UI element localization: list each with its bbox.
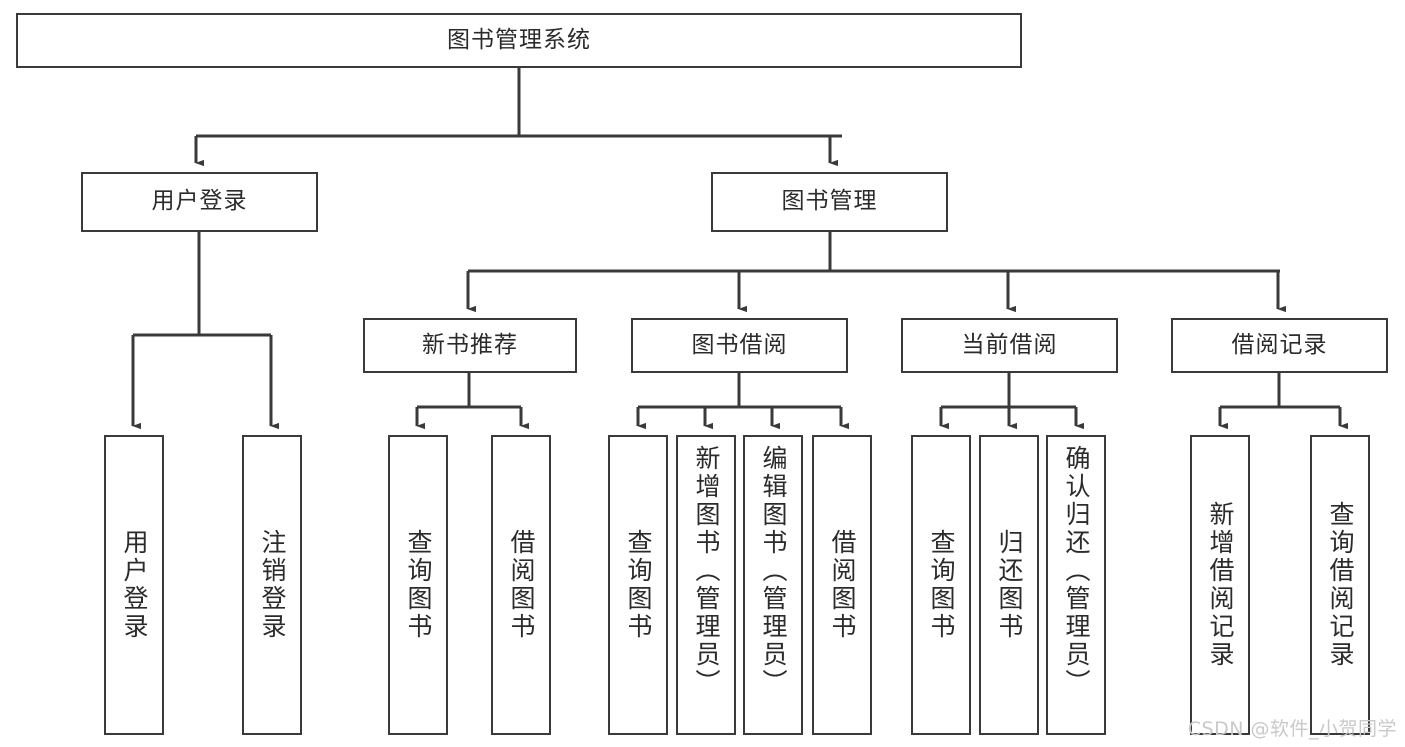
node-leaf-cur-confirm[interactable]: 确认归还（管理员） xyxy=(1046,435,1106,735)
node-book-borrow[interactable]: 图书借阅 xyxy=(631,318,848,373)
node-leaf-rec-borrow[interactable]: 借阅图书 xyxy=(491,435,551,735)
node-leaf-user-login[interactable]: 用户登录 xyxy=(104,435,164,735)
node-leaf-rec-search[interactable]: 查询借阅记录 xyxy=(1310,435,1370,735)
node-leaf-borrow-lend-label: 借阅图书 xyxy=(828,529,857,641)
node-leaf-borrow-add[interactable]: 新增图书（管理员） xyxy=(676,435,736,735)
node-leaf-rec-query-label: 查询图书 xyxy=(404,529,433,641)
node-leaf-rec-borrow-label: 借阅图书 xyxy=(507,529,536,641)
node-leaf-borrow-query[interactable]: 查询图书 xyxy=(608,435,668,735)
node-leaf-rec-add-label: 新增借阅记录 xyxy=(1206,501,1235,669)
node-leaf-rec-search-label: 查询借阅记录 xyxy=(1326,501,1355,669)
node-leaf-cur-query[interactable]: 查询图书 xyxy=(911,435,971,735)
node-root[interactable]: 图书管理系统 xyxy=(16,13,1022,68)
node-leaf-user-logout[interactable]: 注销登录 xyxy=(242,435,302,735)
node-borrow-record[interactable]: 借阅记录 xyxy=(1171,318,1388,373)
node-user-login-label: 用户登录 xyxy=(151,188,248,215)
node-leaf-cur-query-label: 查询图书 xyxy=(927,529,956,641)
node-book-manage-label: 图书管理 xyxy=(781,188,878,215)
node-new-book-rec[interactable]: 新书推荐 xyxy=(363,318,577,373)
node-leaf-borrow-edit[interactable]: 编辑图书（管理员） xyxy=(743,435,803,735)
node-leaf-user-login-label: 用户登录 xyxy=(120,529,149,641)
node-current-borrow[interactable]: 当前借阅 xyxy=(901,318,1118,373)
node-leaf-rec-add[interactable]: 新增借阅记录 xyxy=(1190,435,1250,735)
node-leaf-borrow-lend[interactable]: 借阅图书 xyxy=(812,435,872,735)
node-leaf-borrow-edit-label: 编辑图书（管理员） xyxy=(759,445,788,697)
node-leaf-rec-query[interactable]: 查询图书 xyxy=(388,435,448,735)
node-book-manage[interactable]: 图书管理 xyxy=(711,172,948,232)
node-book-borrow-label: 图书借阅 xyxy=(691,331,788,358)
node-user-login[interactable]: 用户登录 xyxy=(81,172,318,232)
node-leaf-cur-confirm-label: 确认归还（管理员） xyxy=(1062,445,1091,697)
node-borrow-record-label: 借阅记录 xyxy=(1231,331,1328,358)
node-current-borrow-label: 当前借阅 xyxy=(961,331,1058,358)
node-leaf-user-logout-label: 注销登录 xyxy=(258,529,287,641)
node-new-book-rec-label: 新书推荐 xyxy=(422,331,518,358)
node-leaf-cur-return-label: 归还图书 xyxy=(995,529,1024,641)
node-leaf-borrow-query-label: 查询图书 xyxy=(624,529,653,641)
node-root-label: 图书管理系统 xyxy=(447,26,591,53)
watermark: CSDN @软件_小贺同学 xyxy=(1187,718,1397,740)
node-leaf-cur-return[interactable]: 归还图书 xyxy=(979,435,1039,735)
node-leaf-borrow-add-label: 新增图书（管理员） xyxy=(692,445,721,697)
